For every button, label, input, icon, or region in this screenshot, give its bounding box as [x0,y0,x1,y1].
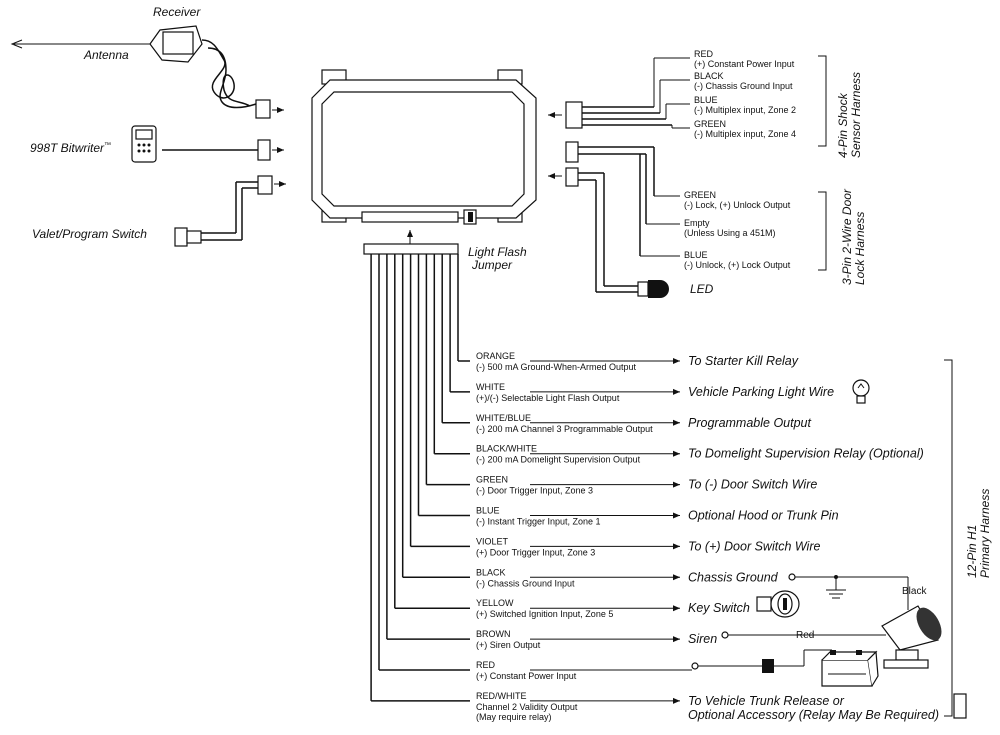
led-icon [637,280,669,298]
primary-wire-target: Vehicle Parking Light Wire [688,385,834,399]
primary-wire-10: BROWN(+) Siren Output Siren [386,254,717,650]
primary-wire-desc: (-) 200 mA Domelight Supervision Output [476,455,641,465]
lock-wire-color: BLUE [684,250,708,260]
primary-harness-title-2: Primary Harness [978,489,992,578]
lock-wire-desc: (Unless Using a 451M) [684,228,776,238]
bitwriter-device [131,125,271,163]
receiver-module [149,25,271,119]
valet-switch [174,175,273,247]
primary-wire-2: WHITE(+)/(-) Selectable Light Flash Outp… [449,254,834,403]
siren-black-label: Black [902,586,927,597]
primary-wire-3: WHITE/BLUE(-) 200 mA Channel 3 Programma… [441,254,812,434]
primary-wire-9: YELLOW(+) Switched Ignition Input, Zone … [394,254,750,619]
valet-switch-label: Valet/Program Switch [32,227,147,241]
control-module [311,69,537,225]
primary-wire-desc: (-) Door Trigger Input, Zone 3 [476,486,593,496]
primary-wire-color: BROWN [476,629,511,639]
primary-wire-target: Key Switch [688,601,750,615]
shock-wire-desc: (-) Multiplex input, Zone 4 [694,129,796,139]
shock-harness-title-2: Sensor Harness [849,72,863,158]
primary-wire-target-2: Optional Accessory (Relay May Be Require… [688,708,939,722]
primary-wire-target: To (-) Door Switch Wire [688,478,817,492]
primary-wire-target: Chassis Ground [688,570,779,584]
shock-wire-color: RED [694,49,714,59]
primary-wire-desc: Channel 2 Validity Output [476,702,578,712]
lock-harness-title-1: 3-Pin 2-Wire Door [840,188,854,285]
primary-wire-color: BLACK [476,567,506,577]
primary-wire-color: WHITE/BLUE [476,413,531,423]
primary-wire-color: VIOLET [476,536,509,546]
battery-icon [691,649,879,687]
antenna [10,39,150,49]
primary-wire-color: BLUE [476,506,500,516]
primary-wire-desc: (-) Chassis Ground Input [476,578,575,588]
primary-harness-connector [363,243,459,255]
shock-harness-title-1: 4-Pin Shock [836,92,850,158]
siren-icon [721,605,942,669]
siren-red-label: Red [796,630,814,641]
primary-wire-desc: (+)/(-) Selectable Light Flash Output [476,393,620,403]
primary-wire-color: GREEN [476,475,508,485]
shock-wire-color: BLUE [694,95,718,105]
primary-wire-1: ORANGE(-) 500 mA Ground-When-Armed Outpu… [457,254,799,372]
primary-wire-7: VIOLET(+) Door Trigger Input, Zone 3 To (… [409,254,820,557]
primary-wire-target: Optional Hood or Trunk Pin [688,509,839,523]
primary-wire-4: BLACK/WHITE(-) 200 mA Domelight Supervis… [433,254,924,465]
jumper-label: Jumper [471,258,513,272]
lock-wire-color: GREEN [684,190,716,200]
shock-wire-color: BLACK [694,71,724,81]
primary-wire-target: To Starter Kill Relay [688,354,799,368]
primary-wire-color: WHITE [476,382,505,392]
lock-wire-color: Empty [684,218,710,228]
primary-wire-desc: (+) Switched Ignition Input, Zone 5 [476,609,613,619]
lock-harness-title-2: Lock Harness [853,212,867,285]
lock-wire-desc: (-) Unlock, (+) Lock Output [684,260,791,270]
primary-wire-target: Programmable Output [688,416,812,430]
primary-wire-target: To Vehicle Trunk Release or [688,694,845,708]
led-label: LED [690,282,714,296]
primary-wire-desc: (+) Constant Power Input [476,671,577,681]
receiver-label: Receiver [153,5,201,19]
primary-wire-5: GREEN(-) Door Trigger Input, Zone 3 To (-… [425,254,817,496]
shock-wire-desc: (-) Multiplex input, Zone 2 [694,105,796,115]
primary-wire-color: BLACK/WHITE [476,444,537,454]
primary-wire-color: RED [476,660,496,670]
bitwriter-label: 998T Bitwriter™ [30,141,111,155]
door-lock-connector [565,141,680,293]
shock-wire-desc: (+) Constant Power Input [694,59,795,69]
primary-wire-target: To Domelight Supervision Relay (Optional… [688,447,924,461]
trunk-connector-icon [953,693,967,719]
primary-wire-color: RED/WHITE [476,691,527,701]
primary-wire-desc: (+) Door Trigger Input, Zone 3 [476,547,595,557]
primary-wire-target: To (+) Door Switch Wire [688,539,820,553]
primary-wire-desc: (-) 500 mA Ground-When-Armed Output [476,362,637,372]
shock-wire-desc: (-) Chassis Ground Input [694,81,793,91]
primary-wire-6: BLUE(-) Instant Trigger Input, Zone 1 Opt… [417,254,839,527]
primary-wire-target: Siren [688,632,717,646]
primary-harness-title-1: 12-Pin H1 [965,525,979,578]
key-switch-icon [756,590,800,618]
antenna-label: Antenna [83,48,129,62]
primary-wire-desc: (-) Instant Trigger Input, Zone 1 [476,517,601,527]
primary-wire-desc: (+) Siren Output [476,640,541,650]
shock-sensor-connector [565,57,690,129]
primary-wire-desc-2: (May require relay) [476,712,552,722]
primary-wire-8: BLACK(-) Chassis Ground Input Chassis Gro… [401,254,779,588]
lock-wire-desc: (-) Lock, (+) Unlock Output [684,200,791,210]
primary-wire-color: YELLOW [476,598,514,608]
light-bulb-icon [852,379,870,404]
primary-wire-desc: (-) 200 mA Channel 3 Programmable Output [476,424,653,434]
primary-wire-color: ORANGE [476,351,515,361]
light-flash-label: Light Flash [468,245,527,259]
chassis-ground-icon [788,573,909,610]
primary-wire-11: RED(+) Constant Power Input [378,254,692,681]
shock-wire-color: GREEN [694,119,726,129]
